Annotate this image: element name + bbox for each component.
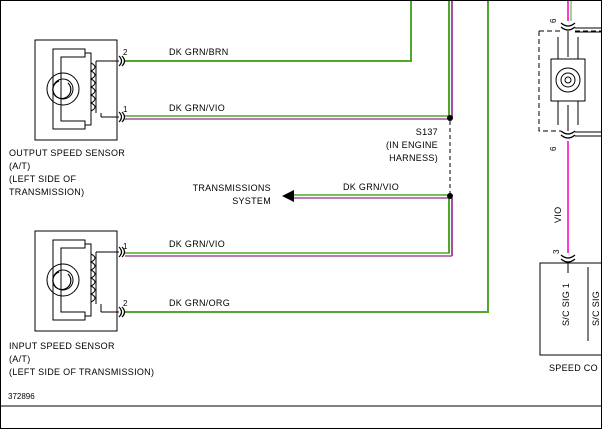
speed-control-section [538,1,601,356]
wire-label-dk-grn-vio-trans: DK GRN/VIO [343,182,399,192]
wire-dk-grn-brn [125,1,412,62]
sc-circuit-label: S/C SIG 1 [561,283,571,326]
output-sensor-note-2: (LEFT SIDE OF [9,174,76,184]
input-sensor-note-2: (LEFT SIDE OF TRANSMISSION) [9,367,154,377]
wire-label-dk-grn-vio-output: DK GRN/VIO [169,103,225,113]
splice-dot-bottom [447,193,453,199]
splice-note-1: (IN ENGINE [386,140,438,150]
output-pin-1: 1 [123,105,128,114]
output-sensor-note-3: TRANSMISSION) [9,187,84,197]
output-sensor-note-1: (A/T) [9,161,31,171]
input-pin-1: 1 [123,242,128,251]
splice-note-2: HARNESS) [389,153,438,163]
sc-module-label: SPEED CO [549,363,598,373]
input-pin-2: 2 [123,299,128,308]
input-sensor-note-1: (A/T) [9,354,31,364]
sc-pin-mid: 6 [549,146,558,151]
output-sensor-title: OUTPUT SPEED SENSOR [9,148,125,158]
input-speed-sensor [34,230,126,332]
wire-dk-grn-org [125,1,489,313]
transmissions-arrow [282,190,294,202]
splice-id: S137 [416,127,438,137]
input-sensor-title: INPUT SPEED SENSOR [9,341,115,351]
sc-pin-top: 6 [549,18,558,23]
output-speed-sensor [34,39,126,141]
sc-circuit-label-2: S/C SIG [591,291,601,326]
sc-wire-label-vio: VIO [553,207,563,223]
output-pin-2: 2 [123,48,128,57]
splice-dot-top [447,115,453,121]
wire-label-dk-grn-vio-input: DK GRN/VIO [169,239,225,249]
sc-pin-bottom: 3 [552,249,561,254]
wire-label-dk-grn-brn: DK GRN/BRN [169,47,229,57]
transmissions-system-line-1: TRANSMISSIONS [193,183,271,193]
figure-number: 372896 [8,392,35,401]
wire-label-dk-grn-org: DK GRN/ORG [169,298,230,308]
transmissions-system-line-2: SYSTEM [232,196,271,206]
